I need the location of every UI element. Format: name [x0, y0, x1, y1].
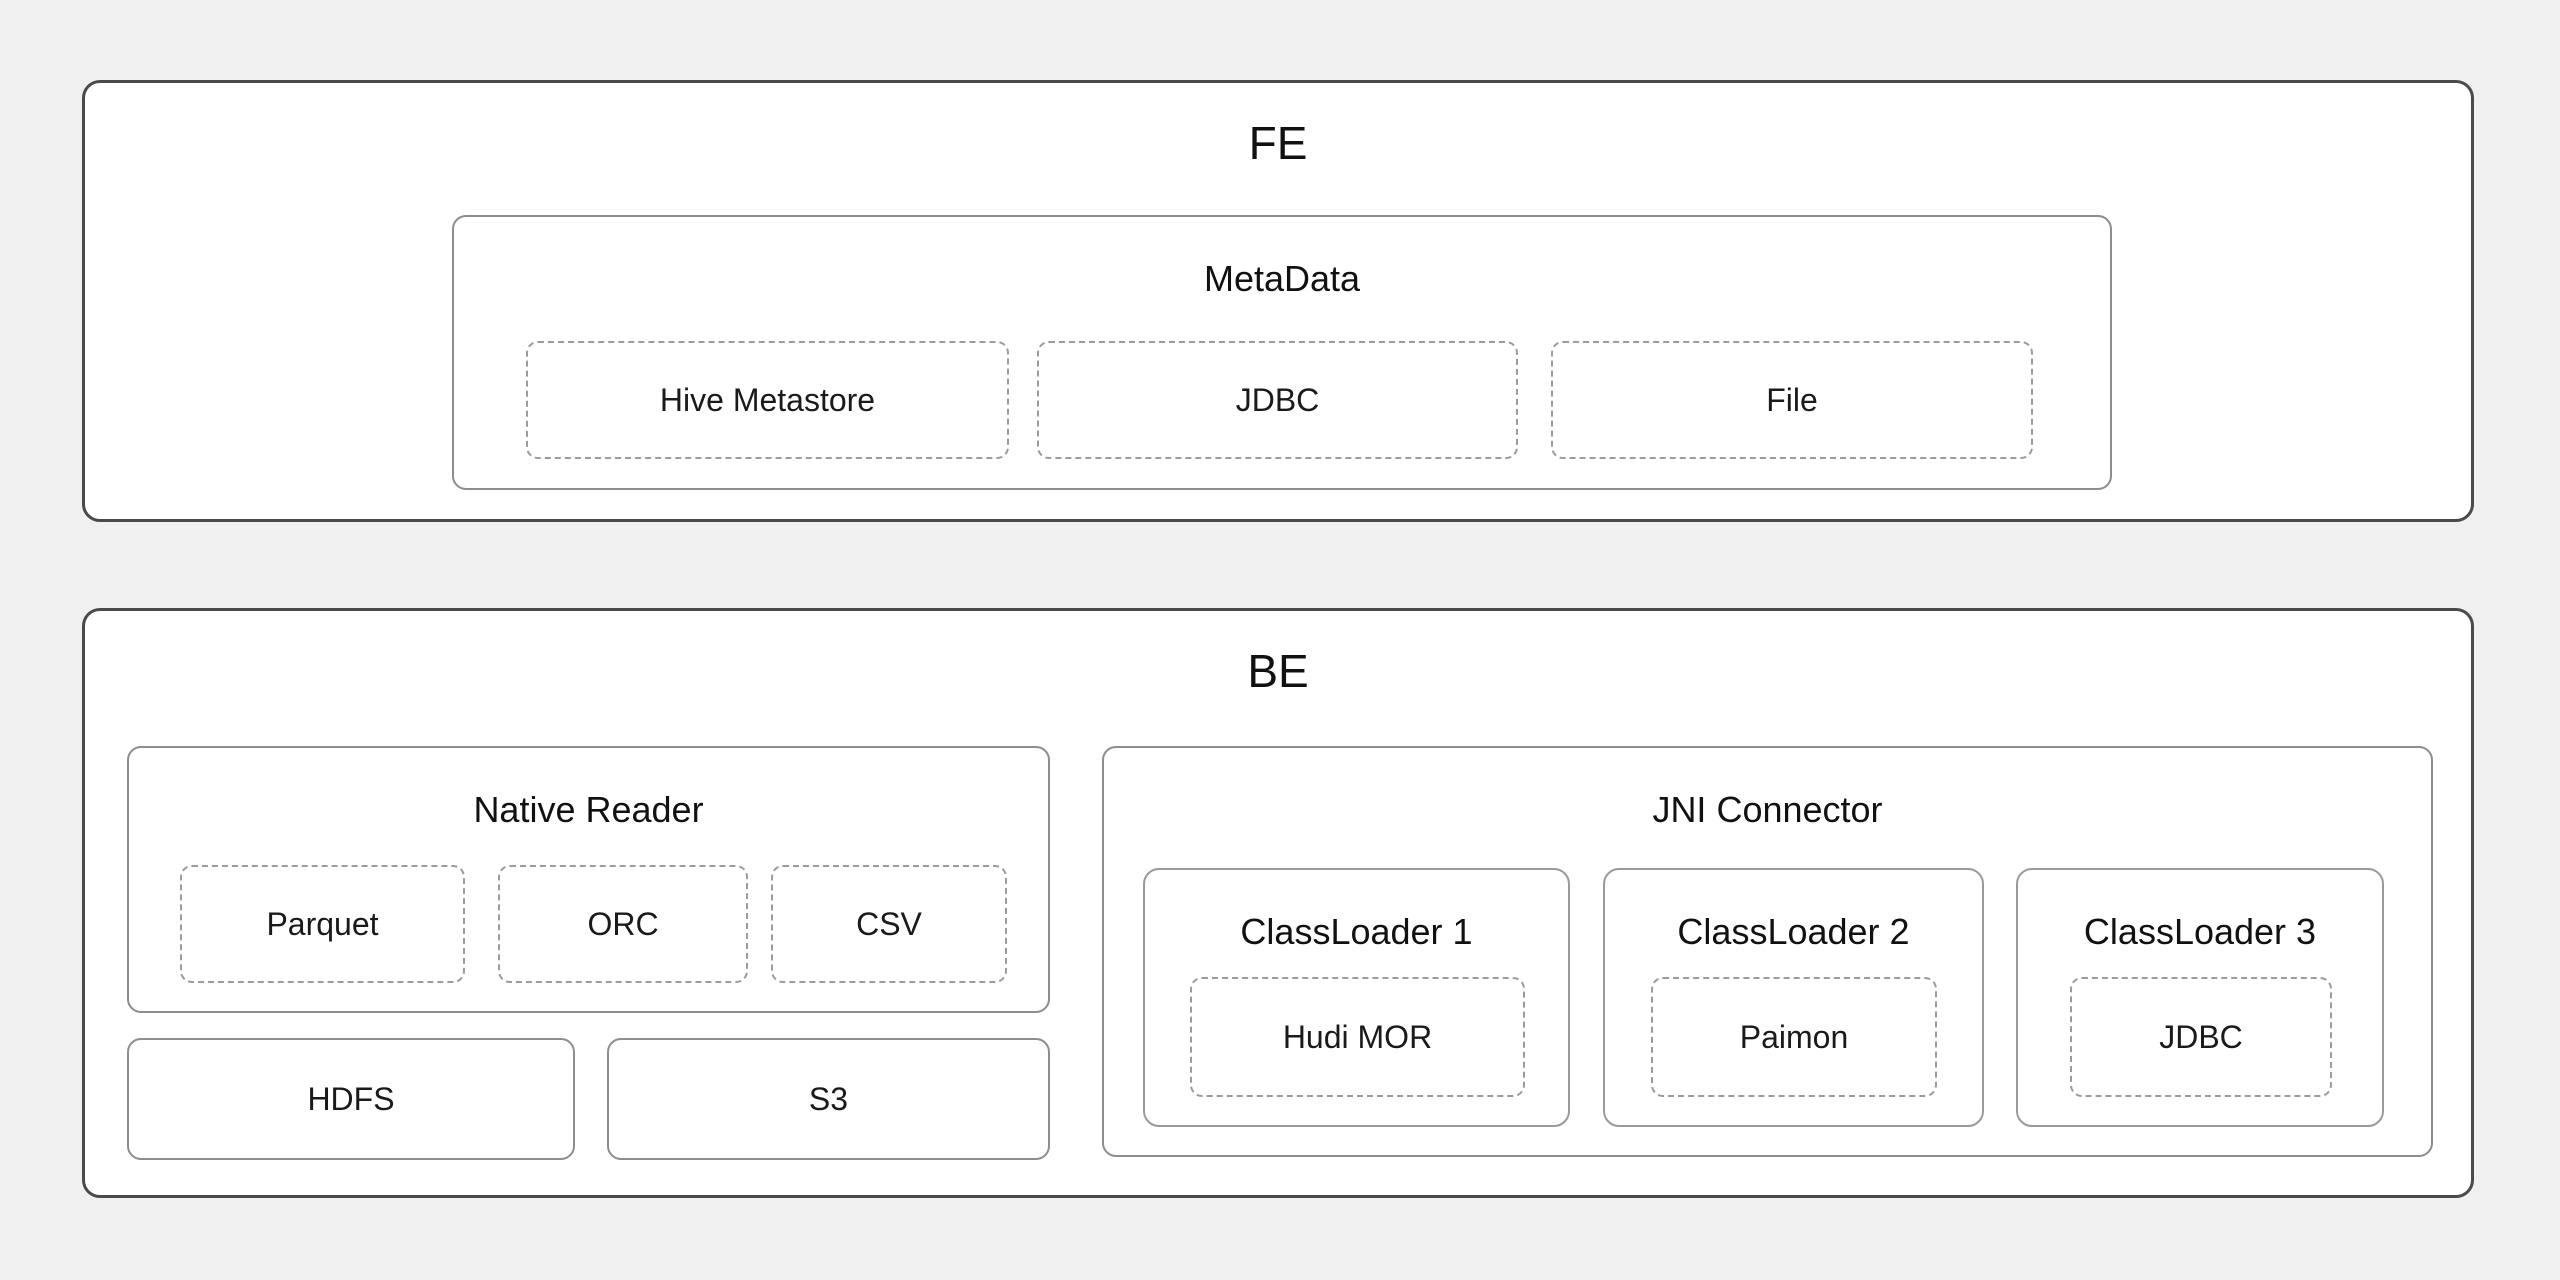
metadata-jdbc-box: JDBC	[1037, 341, 1518, 459]
csv-box: CSV	[771, 865, 1007, 983]
classloader-1-panel: ClassLoader 1 Hudi MOR	[1143, 868, 1570, 1127]
hudi-mor-box: Hudi MOR	[1190, 977, 1525, 1097]
classloader-2-panel: ClassLoader 2 Paimon	[1603, 868, 1984, 1127]
fe-panel: FE MetaData Hive Metastore JDBC File	[82, 80, 2474, 522]
jni-connector-panel: JNI Connector ClassLoader 1 Hudi MOR Cla…	[1102, 746, 2433, 1157]
be-title: BE	[1247, 645, 1309, 697]
classloader-3-title: ClassLoader 3	[2083, 911, 2317, 952]
paimon-box: Paimon	[1651, 977, 1937, 1097]
s3-box: S3	[607, 1038, 1050, 1160]
orc-box: ORC	[498, 865, 748, 983]
hdfs-box: HDFS	[127, 1038, 575, 1160]
fe-title: FE	[1248, 117, 1308, 169]
metadata-panel: MetaData Hive Metastore JDBC File	[452, 215, 2112, 490]
classloader-3-panel: ClassLoader 3 JDBC	[2016, 868, 2384, 1127]
jni-connector-title: JNI Connector	[1652, 789, 1883, 830]
metadata-file-box: File	[1551, 341, 2033, 459]
classloader-1-title: ClassLoader 1	[1240, 911, 1473, 952]
hive-metastore-box: Hive Metastore	[526, 341, 1009, 459]
classloader-2-title: ClassLoader 2	[1677, 911, 1910, 952]
native-reader-title: Native Reader	[473, 789, 704, 830]
native-reader-panel: Native Reader Parquet ORC CSV	[127, 746, 1050, 1013]
metadata-title: MetaData	[1203, 258, 1361, 299]
parquet-box: Parquet	[180, 865, 465, 983]
be-panel: BE Native Reader Parquet ORC CSV HDFS S3…	[82, 608, 2474, 1198]
classloader-jdbc-box: JDBC	[2070, 977, 2332, 1097]
